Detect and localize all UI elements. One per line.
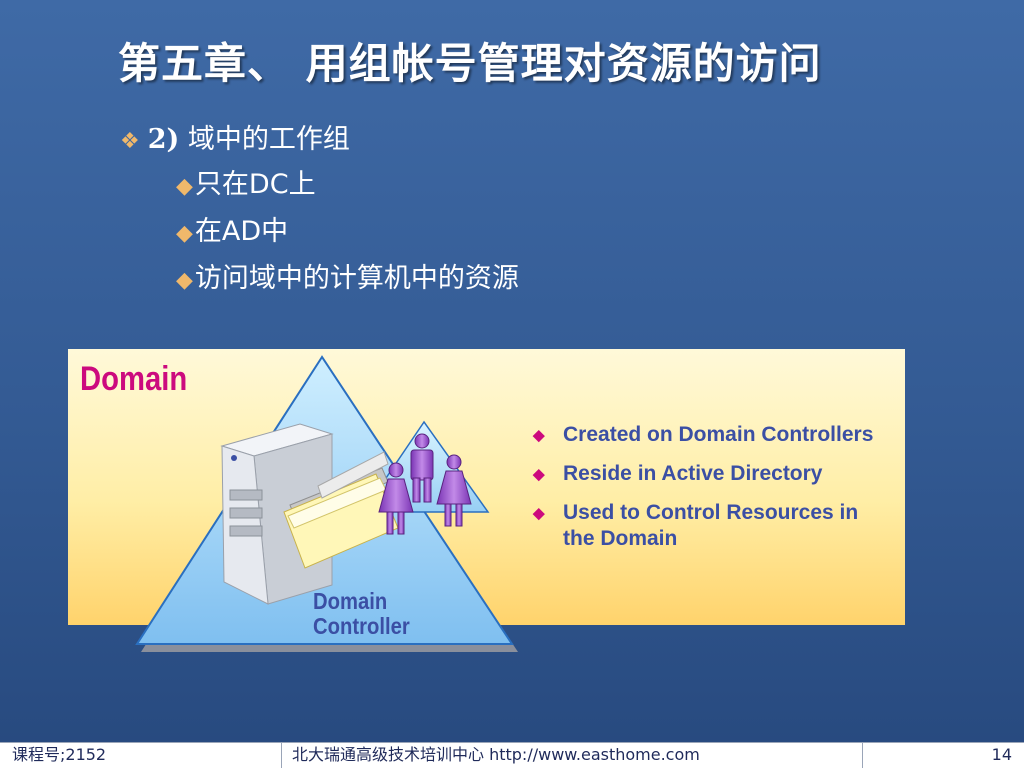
sub-bullet-text: 在AD中 bbox=[194, 216, 289, 247]
feature-text: Reside in Active Directory bbox=[563, 462, 823, 485]
bullet-number: 2) bbox=[147, 124, 180, 155]
feature-item: ◆ Created on Domain Controllers bbox=[533, 422, 893, 448]
dc-label-line1: Domain bbox=[313, 588, 388, 614]
feature-list: ◆ Created on Domain Controllers ◆ Reside… bbox=[533, 422, 893, 565]
sub-bullet-text: 只在DC上 bbox=[194, 169, 316, 200]
footer-course: 课程号;2152 bbox=[12, 745, 107, 764]
feature-item: ◆ Used to Control Resources in the Domai… bbox=[533, 500, 893, 552]
slide-title: 第五章、 用组帐号管理对资源的访问 bbox=[118, 39, 822, 88]
diamond-bullet-icon: ◆ bbox=[533, 505, 545, 522]
footer-page-number: 14 bbox=[991, 745, 1012, 764]
user-figure bbox=[436, 454, 472, 527]
user-figure bbox=[378, 462, 414, 535]
sub-bullet-item: ◆只在DC上 bbox=[176, 162, 519, 209]
domain-controller-label: Domain Controller bbox=[313, 589, 410, 639]
dc-label-line2: Controller bbox=[313, 613, 410, 639]
sub-bullet-item: ◆在AD中 bbox=[176, 209, 519, 256]
footer-divider bbox=[281, 743, 282, 768]
sub-bullet-item: ◆访问域中的计算机中的资源 bbox=[176, 256, 519, 303]
sub-bullet-marker: ◆ bbox=[176, 174, 193, 199]
feature-text: Used to Control Resources in the Domain bbox=[563, 501, 859, 550]
bullet-marker: ❖ bbox=[120, 129, 140, 154]
user-group-icon bbox=[378, 433, 472, 535]
sub-bullet-marker: ◆ bbox=[176, 268, 193, 293]
bullet-text: 域中的工作组 bbox=[187, 124, 350, 155]
footer-org: 北大瑞通高级技术培训中心 http://www.easthome.com bbox=[292, 745, 700, 764]
open-folder-icon bbox=[283, 451, 399, 569]
feature-item: ◆ Reside in Active Directory bbox=[533, 461, 893, 487]
slide-footer: 课程号;2152 北大瑞通高级技术培训中心 http://www.easthom… bbox=[0, 742, 1024, 768]
diamond-bullet-icon: ◆ bbox=[533, 466, 545, 483]
user-figure bbox=[410, 433, 434, 503]
feature-text: Created on Domain Controllers bbox=[563, 423, 874, 446]
sub-bullet-text: 访问域中的计算机中的资源 bbox=[194, 263, 519, 294]
bullet-list: ❖2) 域中的工作组 ◆只在DC上 ◆在AD中 ◆访问域中的计算机中的资源 bbox=[120, 120, 519, 303]
diamond-bullet-icon: ◆ bbox=[533, 427, 545, 444]
footer-divider bbox=[862, 743, 863, 768]
bullet-item: ❖ 2) 域中的工作组 bbox=[120, 120, 519, 162]
sub-bullet-marker: ◆ bbox=[176, 221, 193, 246]
domain-title: Domain bbox=[80, 360, 188, 398]
